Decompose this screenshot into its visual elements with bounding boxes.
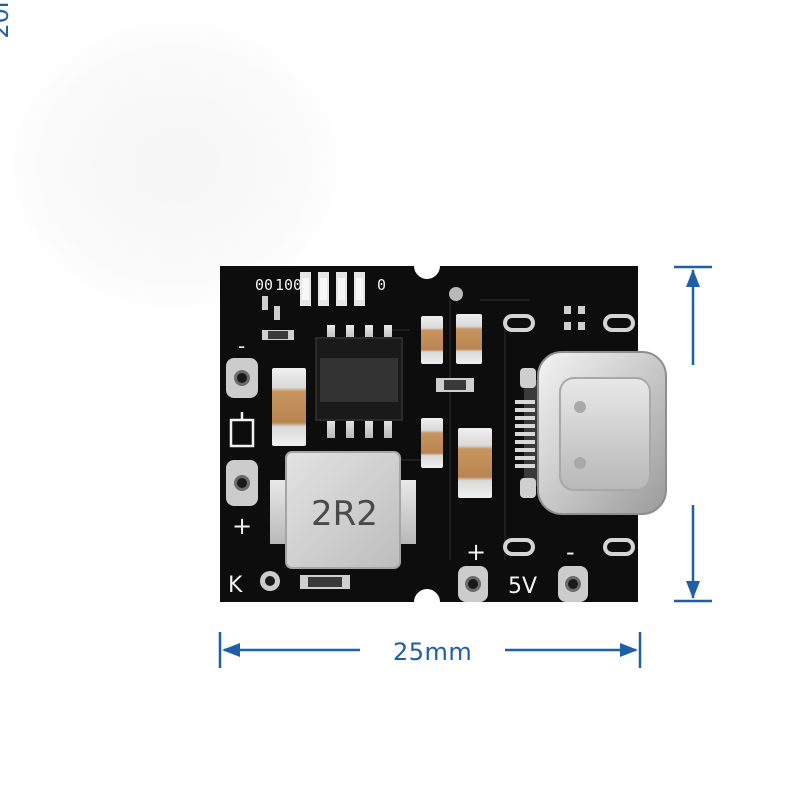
width-dimension [218, 632, 642, 668]
width-label: 25mm [393, 638, 473, 666]
ic-chip [315, 325, 403, 438]
background-blob [10, 20, 340, 310]
slot-top-1 [503, 314, 535, 332]
voltage-label: 5V [508, 574, 537, 599]
height-label: 20mm [0, 0, 14, 39]
k-pad [260, 571, 280, 591]
output-pad-plus [458, 566, 488, 602]
header-right-text: 0 [377, 276, 386, 294]
inductor: 2R2 [270, 451, 416, 569]
header-pads [300, 272, 365, 306]
capacitor-mid-1 [421, 316, 443, 364]
small-resistor-mid [436, 378, 474, 392]
battery-pad-plus [226, 460, 258, 506]
small-smd-right-top [564, 306, 585, 330]
capacitor-mid-3 [421, 418, 443, 468]
output-pad-minus [558, 566, 588, 602]
capacitor-mid-2 [456, 314, 482, 364]
slot-bottom-2 [603, 538, 635, 556]
plus-output-label: + [466, 538, 486, 566]
pcb-traces [390, 299, 530, 560]
battery-pad-minus [226, 358, 258, 398]
height-dimension [674, 265, 712, 603]
small-smd-upper-left [262, 287, 463, 340]
minus-left-label: - [238, 334, 245, 358]
plus-left-label: + [232, 512, 252, 540]
usb-c-connector [515, 351, 667, 515]
header-mid-text: 100 [275, 276, 302, 294]
k-label: K [228, 573, 243, 598]
header-left-text: 00 [255, 276, 273, 294]
resistor-bottom [300, 575, 350, 589]
inductor-text: 2R2 [311, 494, 378, 534]
battery-symbol [229, 412, 255, 448]
slot-top-2 [603, 314, 635, 332]
minus-output-label: - [566, 538, 575, 566]
capacitor-mid-4 [458, 428, 492, 498]
capacitor-left [272, 368, 306, 446]
slot-bottom-1 [503, 538, 535, 556]
